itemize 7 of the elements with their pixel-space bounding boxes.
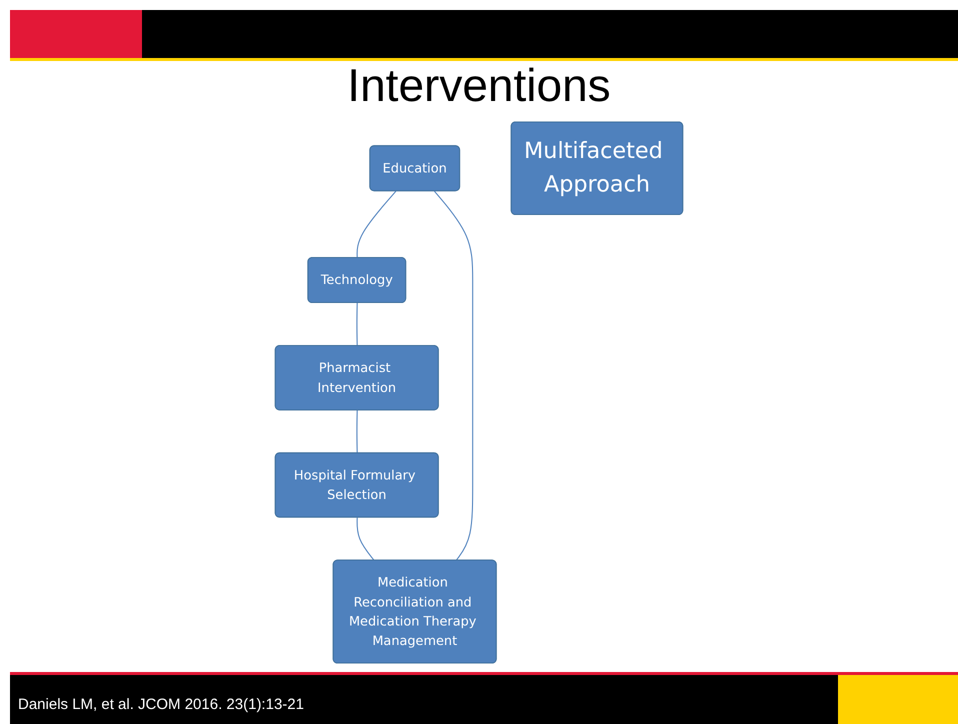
- citation-text: Daniels LM, et al. JCOM 2016. 23(1):13-21: [18, 696, 304, 713]
- connector: [356, 518, 375, 561]
- slide-title: Interventions: [346, 58, 612, 112]
- connector: [356, 303, 358, 346]
- connector: [434, 190, 474, 561]
- connector: [356, 410, 358, 454]
- connector: [356, 190, 396, 258]
